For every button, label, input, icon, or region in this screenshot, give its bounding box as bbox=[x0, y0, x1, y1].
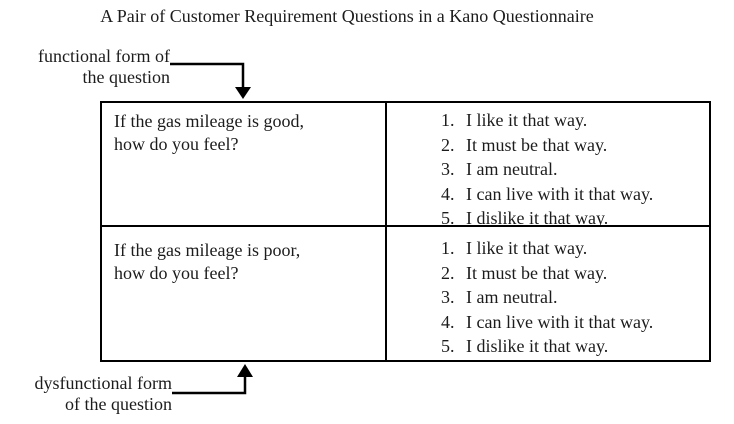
figure-title: A Pair of Customer Requirement Questions… bbox=[100, 6, 594, 26]
dysfunctional-form-label: dysfunctional form of the question bbox=[0, 373, 172, 415]
scale-option: 4. I can live with it that way. bbox=[441, 182, 707, 207]
option-number: 2. bbox=[441, 134, 455, 155]
dysfunctional-options-cell: 1. I like it that way. 2. It must be tha… bbox=[387, 227, 709, 360]
scale-option: 5. I dislike it that way. bbox=[441, 206, 707, 227]
option-number: 1. bbox=[441, 110, 455, 130]
functional-form-label-line1: functional form of bbox=[38, 46, 170, 66]
scale-option: 1. I like it that way. bbox=[441, 108, 707, 133]
functional-arrow-down-icon bbox=[170, 62, 251, 99]
dysfunctional-arrow-up-icon bbox=[172, 364, 253, 395]
functional-question-cell: If the gas mileage is good, how do you f… bbox=[102, 103, 387, 227]
option-text: I dislike it that way. bbox=[466, 208, 609, 227]
question-line: If the gas mileage is good, bbox=[114, 111, 304, 131]
option-number: 4. bbox=[441, 311, 455, 332]
functional-form-label-line2: the question bbox=[82, 67, 171, 87]
scale-option: 3. I am neutral. bbox=[441, 157, 707, 182]
dysfunctional-form-label-line2: of the question bbox=[65, 394, 172, 414]
functional-options-cell: 1. I like it that way. 2. It must be tha… bbox=[387, 103, 709, 227]
functional-form-label: functional form of the question bbox=[0, 46, 170, 88]
option-text: I can live with it that way. bbox=[466, 311, 654, 332]
question-line: how do you feel? bbox=[114, 263, 239, 283]
question-line: how do you feel? bbox=[114, 134, 239, 154]
option-text: It must be that way. bbox=[466, 262, 608, 283]
option-text: I am neutral. bbox=[466, 159, 558, 179]
option-text: I dislike it that way. bbox=[466, 336, 609, 356]
option-number: 3. bbox=[441, 159, 455, 179]
scale-option: 1. I like it that way. bbox=[441, 236, 707, 261]
scale-option: 2. It must be that way. bbox=[441, 261, 707, 286]
option-number: 4. bbox=[441, 183, 455, 204]
option-text: It must be that way. bbox=[466, 134, 608, 155]
option-number: 5. bbox=[441, 208, 455, 227]
kano-question-table: If the gas mileage is good, how do you f… bbox=[100, 101, 711, 362]
option-number: 2. bbox=[441, 262, 455, 283]
option-text: I like it that way. bbox=[466, 238, 588, 258]
option-number: 1. bbox=[441, 238, 455, 258]
scale-option: 2. It must be that way. bbox=[441, 133, 707, 158]
scale-option: 5. I dislike it that way. bbox=[441, 334, 707, 359]
option-text: I like it that way. bbox=[466, 110, 588, 130]
dysfunctional-question-cell: If the gas mileage is poor, how do you f… bbox=[102, 227, 387, 360]
scale-option: 3. I am neutral. bbox=[441, 285, 707, 310]
dysfunctional-form-label-line1: dysfunctional form bbox=[34, 373, 172, 393]
scale-option: 4. I can live with it that way. bbox=[441, 310, 707, 335]
option-number: 3. bbox=[441, 287, 455, 307]
option-text: I am neutral. bbox=[466, 287, 558, 307]
question-line: If the gas mileage is poor, bbox=[114, 240, 301, 260]
option-text: I can live with it that way. bbox=[466, 183, 654, 204]
option-number: 5. bbox=[441, 336, 455, 356]
